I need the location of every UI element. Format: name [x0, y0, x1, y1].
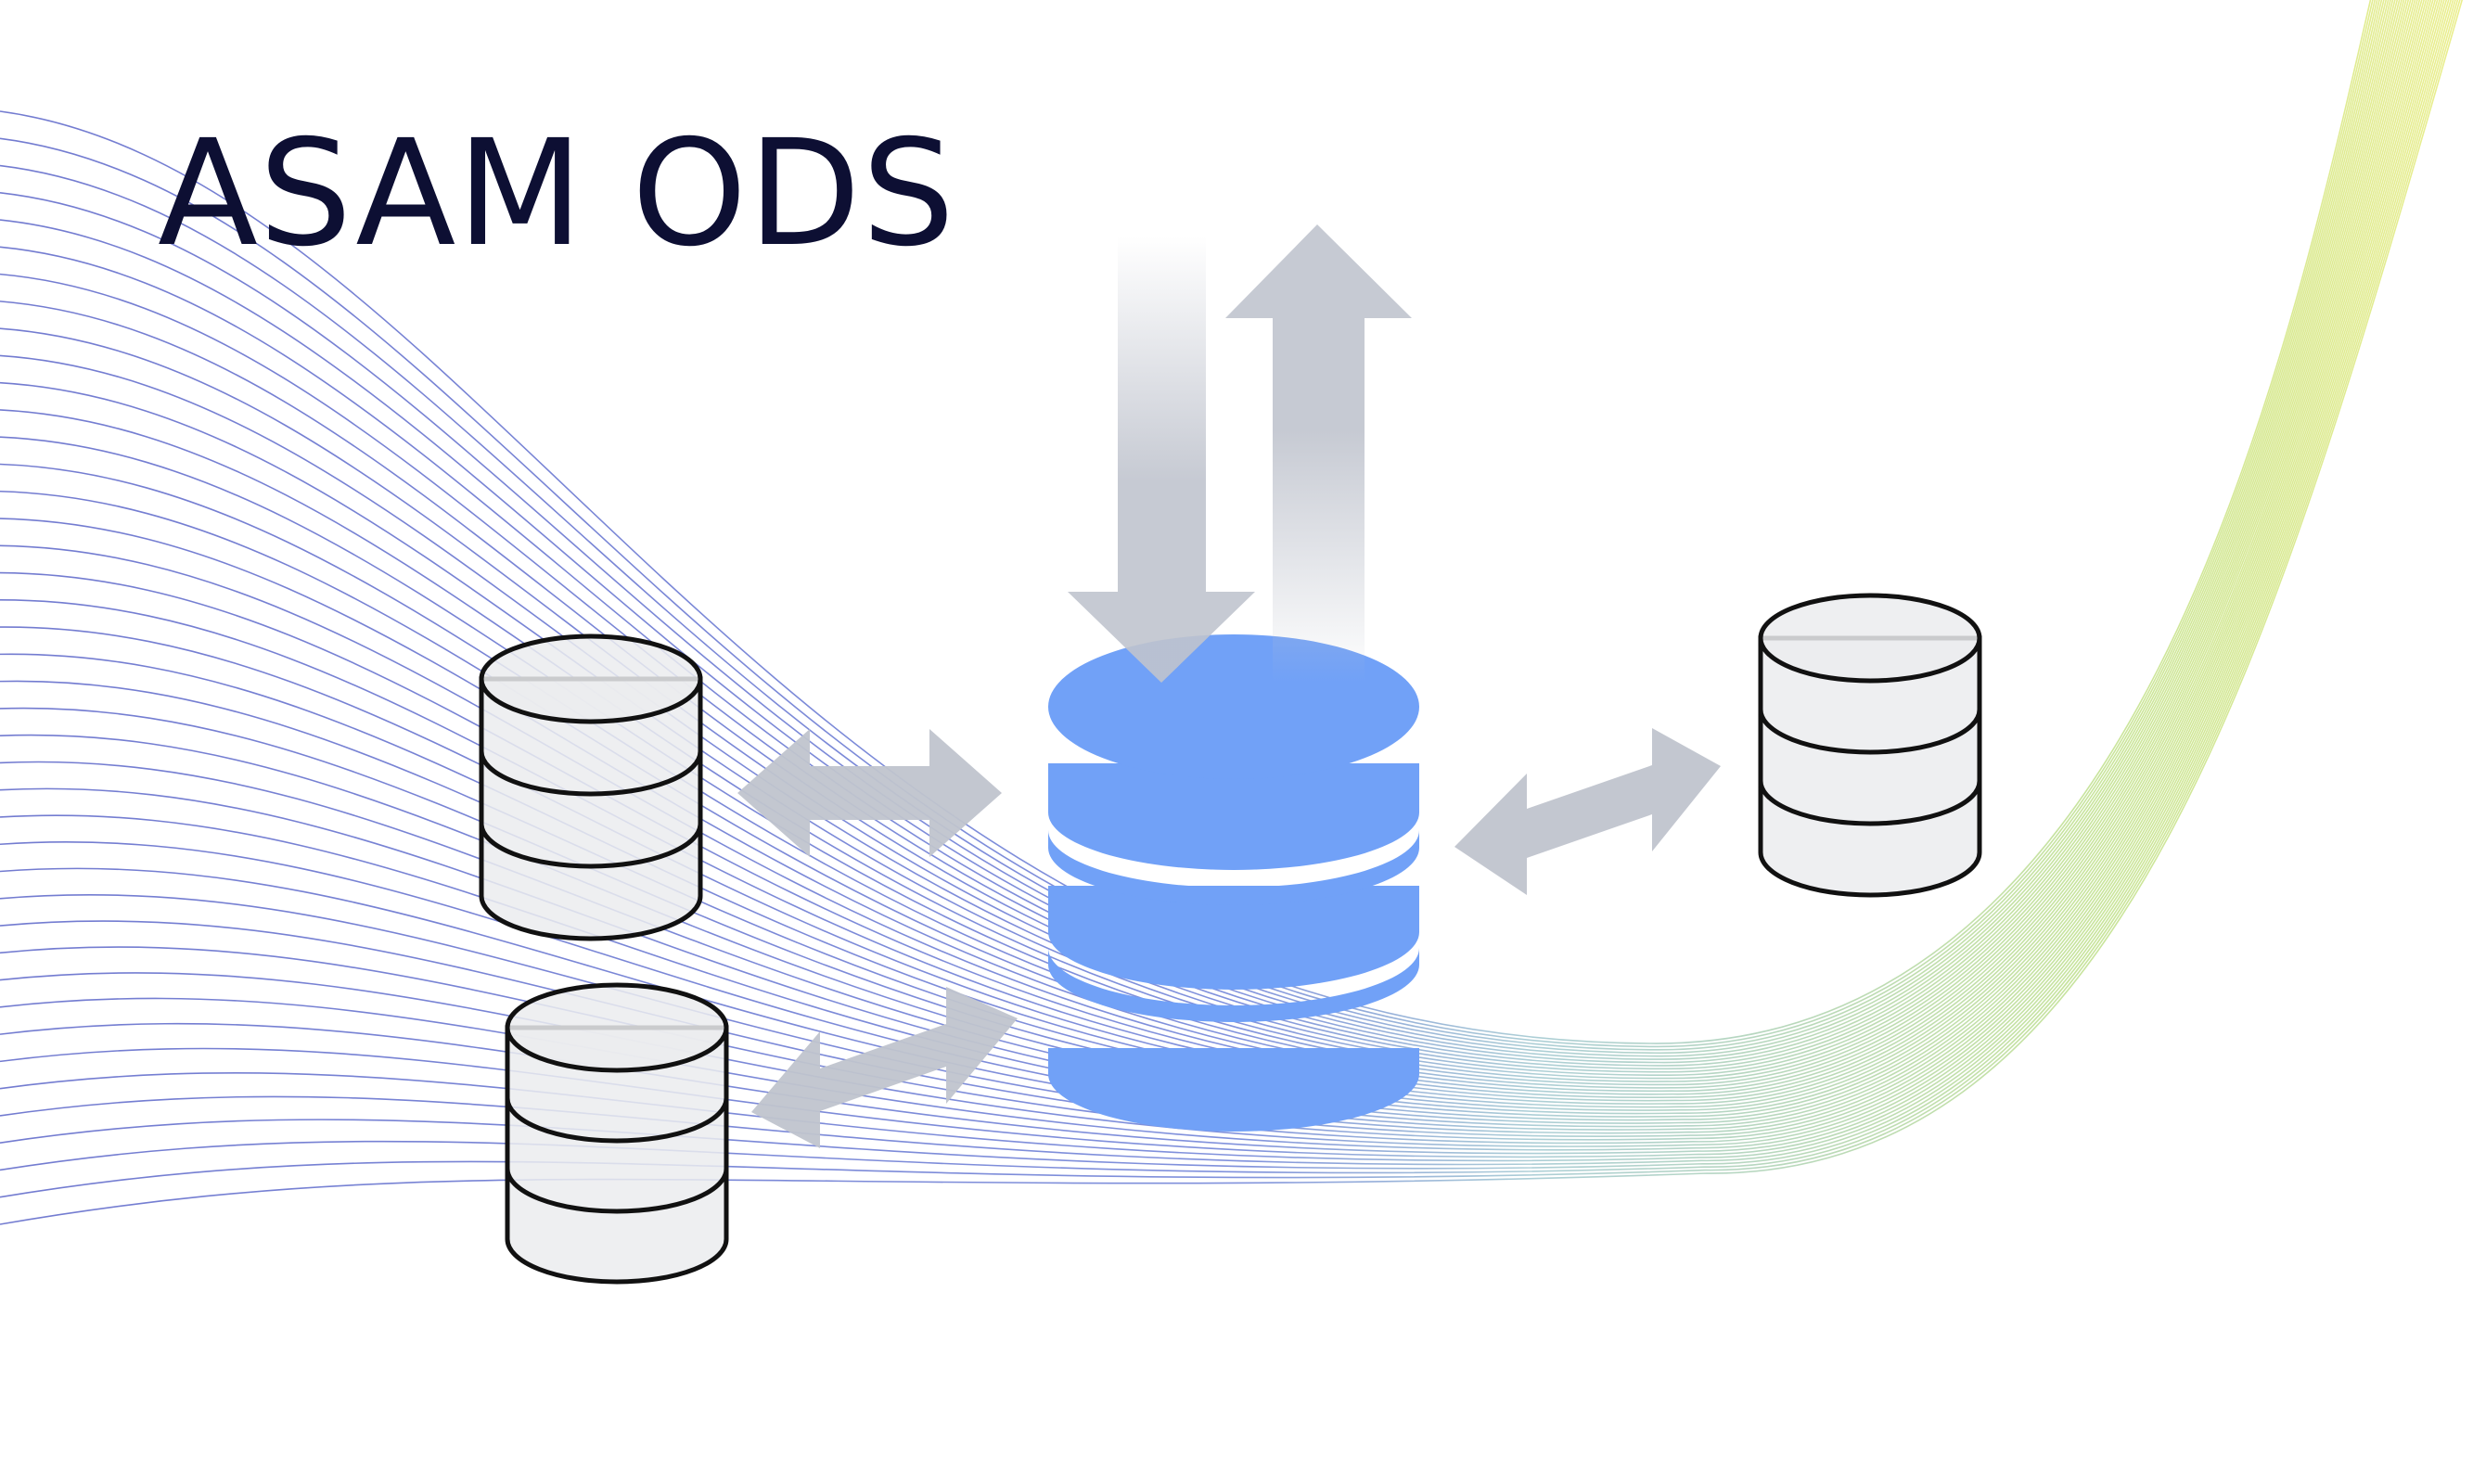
wave-line	[0, 0, 2403, 1089]
wave-line	[0, 0, 2401, 1086]
wave-line	[0, 0, 2423, 1118]
wave-line	[0, 0, 2378, 1055]
wave-line	[0, 0, 2391, 1073]
double-arrow-icon	[1454, 728, 1721, 895]
wave-line	[0, 0, 2441, 1145]
db-band-line	[505, 1168, 729, 1214]
wave-line	[0, 0, 2421, 1115]
wave-line	[0, 0, 2416, 1108]
wave-line	[0, 0, 2434, 1134]
db-band-line	[1758, 709, 1982, 755]
wave-line	[0, 0, 2443, 1147]
central-db-lower-segment	[1048, 886, 1419, 990]
database-outline-icon	[479, 633, 703, 941]
wave-line	[0, 0, 2374, 1048]
db-body	[479, 676, 703, 941]
arrow-down-icon	[1068, 237, 1255, 683]
wave-line	[0, 0, 2450, 1158]
wave-line	[0, 0, 2459, 1174]
central-db-middle-segment	[1048, 763, 1419, 870]
db-top	[479, 633, 703, 724]
wave-line	[0, 0, 2405, 1093]
arrow-up-icon	[1225, 224, 1412, 682]
wave-line	[0, 0, 2372, 1044]
wave-line	[0, 0, 2452, 1162]
page-title: ASAM ODS	[158, 109, 956, 279]
wave-line	[0, 0, 2396, 1080]
db-top	[505, 982, 729, 1073]
wave-line	[0, 0, 2445, 1151]
db-band-line	[479, 823, 703, 869]
wave-line	[0, 0, 2428, 1124]
database-outline-icon	[505, 982, 729, 1285]
wave-line	[0, 0, 2385, 1064]
wave-line	[0, 0, 2432, 1131]
wave-line	[0, 0, 2394, 1076]
wave-line	[0, 0, 2454, 1166]
wave-line	[0, 0, 2456, 1170]
wave-line	[0, 0, 2377, 1051]
wave-line	[0, 0, 2390, 1070]
wave-line	[0, 0, 2407, 1095]
db-band-line	[505, 1097, 729, 1144]
database-icon	[1048, 634, 1419, 1132]
wave-line	[0, 0, 2380, 1057]
wave-line	[0, 0, 2414, 1105]
wave-line	[0, 0, 2429, 1128]
db-band-line	[479, 750, 703, 797]
wave-line	[0, 0, 2461, 1198]
double-arrow-icon	[751, 987, 1018, 1148]
wave-lines	[0, 0, 2464, 1225]
wave-line	[0, 0, 2437, 1137]
wave-line	[0, 0, 2399, 1082]
wave-line	[0, 0, 2439, 1141]
wave-line	[0, 0, 2383, 1060]
central-db-band	[1048, 830, 1419, 905]
db-band-line	[1758, 780, 1982, 826]
database-outline-icon	[1758, 593, 1982, 898]
wave-line	[0, 0, 2412, 1102]
wave-line	[0, 0, 2410, 1098]
wave-line	[0, 0, 2464, 1225]
db-body	[505, 1025, 729, 1285]
wave-line	[0, 0, 2448, 1155]
wave-line	[0, 0, 2418, 1111]
wave-line	[0, 0, 2388, 1067]
double-arrow-icon	[737, 729, 1002, 857]
db-top	[1758, 593, 1982, 684]
central-db-bottom-segment	[1048, 1048, 1419, 1132]
db-body	[1758, 635, 1982, 898]
central-db-band	[1048, 948, 1419, 1022]
wave-line	[0, 0, 2425, 1121]
